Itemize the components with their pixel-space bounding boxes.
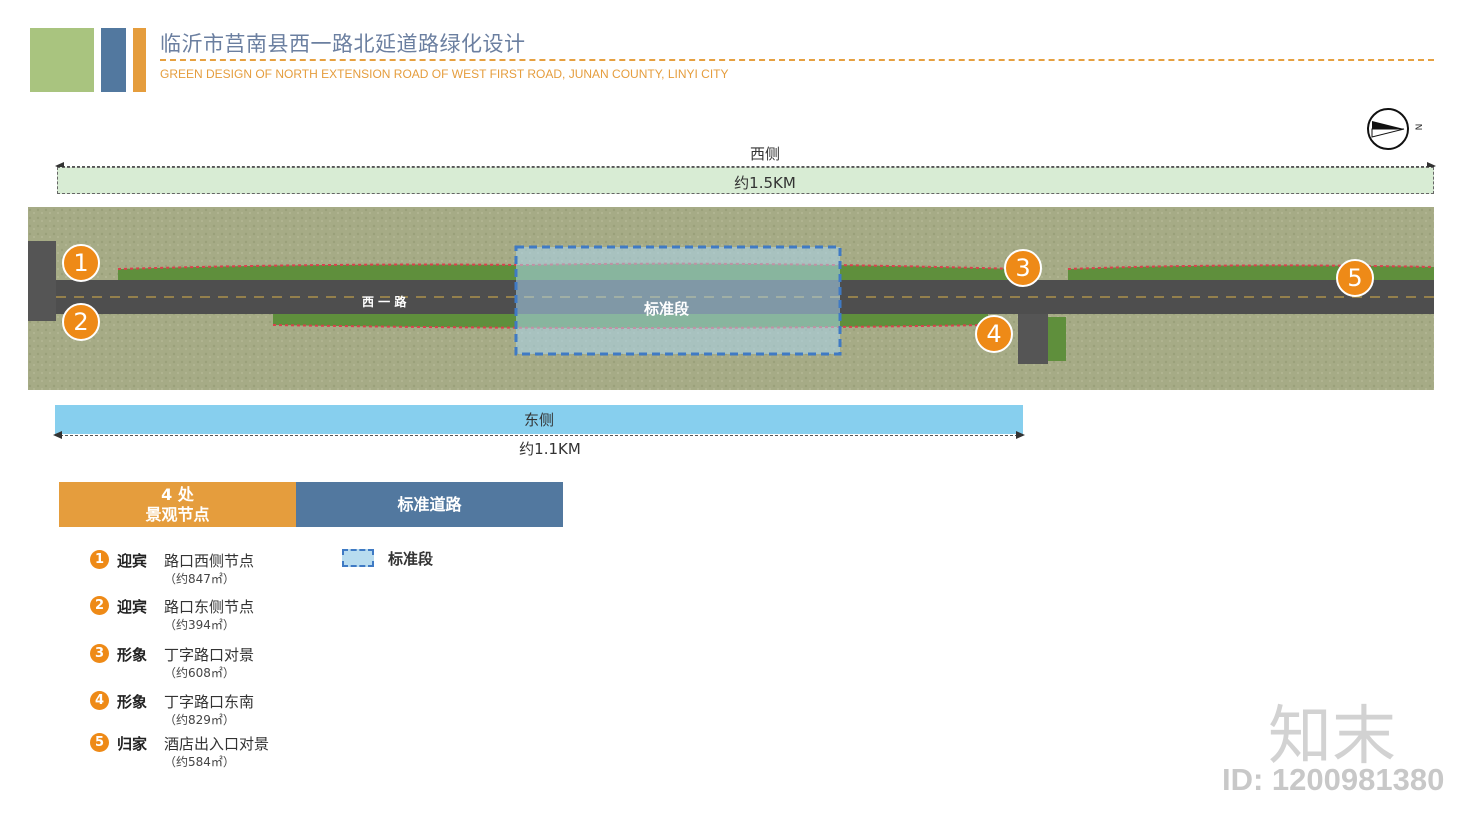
north-arrow-icon (1367, 108, 1409, 150)
legend-node-5: 5 归家 酒店出入口对景 （约584㎡） (90, 733, 350, 773)
node-name: 丁字路口东南 (164, 693, 255, 711)
page-subtitle: GREEN DESIGN OF NORTH EXTENSION ROAD OF … (160, 67, 729, 81)
node-type: 形象 (117, 646, 148, 664)
node-area: （约829㎡） (164, 713, 235, 727)
node-number: 4 (90, 691, 109, 710)
legend-node-2: 2 迎宾 路口东侧节点 （约394㎡） (90, 596, 350, 636)
t-junction-road (1018, 314, 1048, 364)
brand-watermark: 知末 (1268, 700, 1396, 774)
nodes-header-title: 景观节点 (145, 505, 210, 524)
title-divider (160, 59, 1434, 61)
east-length-bar (55, 405, 1023, 434)
legend-node-3: 3 形象 丁字路口对景 （约608㎡） (90, 644, 350, 684)
image-id-watermark: ID: 1200981380 (1222, 762, 1445, 797)
arrow-left-icon (53, 431, 62, 439)
east-length-label: 约1.1KM (519, 440, 581, 458)
header-block-green (30, 28, 94, 92)
node-number: 1 (90, 550, 109, 569)
node-number: 3 (90, 644, 109, 663)
east-dimension-line (55, 435, 1023, 436)
east-side-label: 东侧 (523, 411, 554, 429)
header-block-orange (133, 28, 146, 92)
node-number: 5 (90, 733, 109, 752)
landscape-nodes-header: 4 处 景观节点 (59, 482, 296, 527)
nodes-header-count: 4 处 (161, 485, 194, 504)
node-marker-5[interactable]: 5 (1336, 259, 1374, 297)
node-type: 归家 (117, 735, 148, 753)
west-length-label: 约1.5KM (734, 174, 796, 192)
cross-road-west (28, 241, 56, 321)
page-title: 临沂市莒南县西一路北延道路绿化设计 (160, 32, 526, 56)
legend-node-1: 1 迎宾 路口西侧节点 （约847㎡） (90, 550, 350, 590)
standard-segment-legend-label: 标准段 (388, 550, 434, 568)
node-name: 酒店出入口对景 (164, 735, 270, 753)
node-number: 2 (90, 596, 109, 615)
node-area: （约608㎡） (164, 666, 235, 680)
legend-node-4: 4 形象 丁字路口东南 （约829㎡） (90, 691, 350, 731)
node-name: 路口西侧节点 (164, 552, 255, 570)
node-name: 丁字路口对景 (164, 646, 255, 664)
standard-road-header: 标准道路 (296, 482, 563, 527)
road-plan-map (28, 207, 1434, 390)
node-marker-3[interactable]: 3 (1004, 249, 1042, 287)
node-type: 迎宾 (117, 552, 148, 570)
node-area: （约394㎡） (164, 618, 235, 632)
north-label: N (1412, 123, 1423, 131)
arrow-right-icon (1016, 431, 1025, 439)
node-type: 形象 (117, 693, 148, 711)
node-area: （约584㎡） (164, 755, 235, 769)
standard-segment-box (514, 245, 842, 356)
node-marker-1[interactable]: 1 (62, 244, 100, 282)
node-marker-4[interactable]: 4 (975, 315, 1013, 353)
road-name-label: 西 一 路 (362, 295, 407, 309)
west-dimension-line (57, 166, 1434, 167)
standard-segment-swatch (342, 549, 374, 567)
header-block-blue (101, 28, 126, 92)
west-length-bar (57, 167, 1434, 194)
node-name: 路口东侧节点 (164, 598, 255, 616)
node-area: （约847㎡） (164, 572, 235, 586)
node-type: 迎宾 (117, 598, 148, 616)
standard-segment-label: 标准段 (644, 300, 690, 318)
node-marker-2[interactable]: 2 (62, 303, 100, 341)
west-side-label: 西侧 (749, 145, 780, 163)
